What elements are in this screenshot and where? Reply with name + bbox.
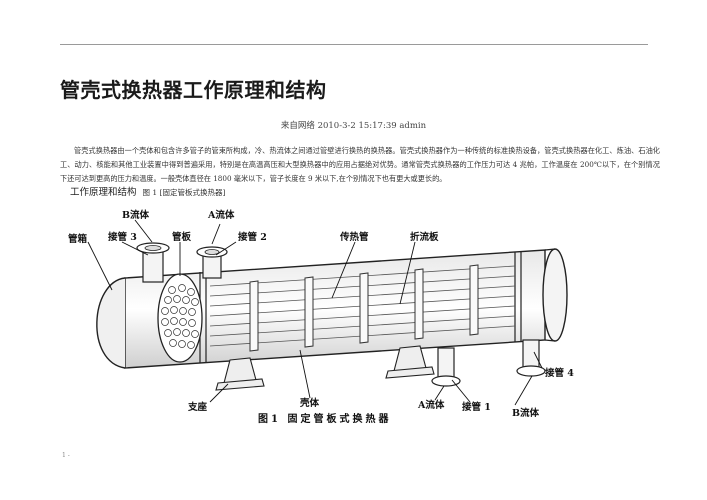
section-subheading: 工作原理和结构图 1 [固定管板式换热器] <box>70 184 225 198</box>
leader-lines <box>87 219 543 406</box>
source-label: 来自网络 <box>280 121 315 131</box>
label-baffle: 折流板 <box>410 231 439 243</box>
label-nozzle-1: 接管 1 <box>462 401 491 413</box>
label-support: 支座 <box>187 401 208 413</box>
baffle-plates <box>249 264 479 352</box>
publish-datetime: 2010-3-2 15:17:39 <box>317 121 397 131</box>
label-tube-box: 管箱 <box>68 233 88 245</box>
intro-paragraph: 管壳式换热器由一个壳体和包含许多管子的管束所构成，冷、热流体之间通过管壁进行换热… <box>60 146 660 183</box>
label-heat-tube: 传热管 <box>339 231 369 243</box>
page-number: 1 - <box>62 452 70 459</box>
nozzle-3 <box>136 242 170 283</box>
label-nozzle-2: 接管 2 <box>238 231 267 243</box>
shell-body <box>96 248 568 369</box>
nozzle-4 <box>516 339 546 377</box>
nozzle-1 <box>431 347 461 387</box>
nozzle-2 <box>196 246 228 279</box>
label-tube-sheet: 管板 <box>172 231 192 243</box>
label-nozzle-3: 接管 3 <box>108 231 137 243</box>
support-saddles <box>215 345 435 391</box>
page-title: 管壳式换热器工作原理和结构 <box>60 78 327 102</box>
subheading-text: 工作原理和结构 <box>70 187 137 198</box>
label-a-fluid-top: A流体 <box>207 209 235 221</box>
figure-caption: 图1 固定管板式换热器 <box>258 412 391 425</box>
label-b-fluid-top: B流体 <box>122 209 150 221</box>
label-b-fluid-bottom: B流体 <box>512 407 540 419</box>
tube-sheet <box>157 273 203 363</box>
label-nozzle-4: 接管 4 <box>545 367 574 379</box>
article-meta: 来自网络 2010-3-2 15:17:39 admin <box>0 119 707 131</box>
author-name: admin <box>399 121 427 131</box>
label-shell: 壳体 <box>299 397 320 409</box>
heat-exchanger-diagram: B流体 A流体 管箱 接管 3 管板 接管 2 传热管 折流板 接管 4 支座 … <box>68 209 574 425</box>
figure-reference: 图 1 [固定管板式换热器] <box>142 188 226 197</box>
label-a-fluid-bottom: A流体 <box>417 399 445 411</box>
top-rule <box>60 44 648 45</box>
